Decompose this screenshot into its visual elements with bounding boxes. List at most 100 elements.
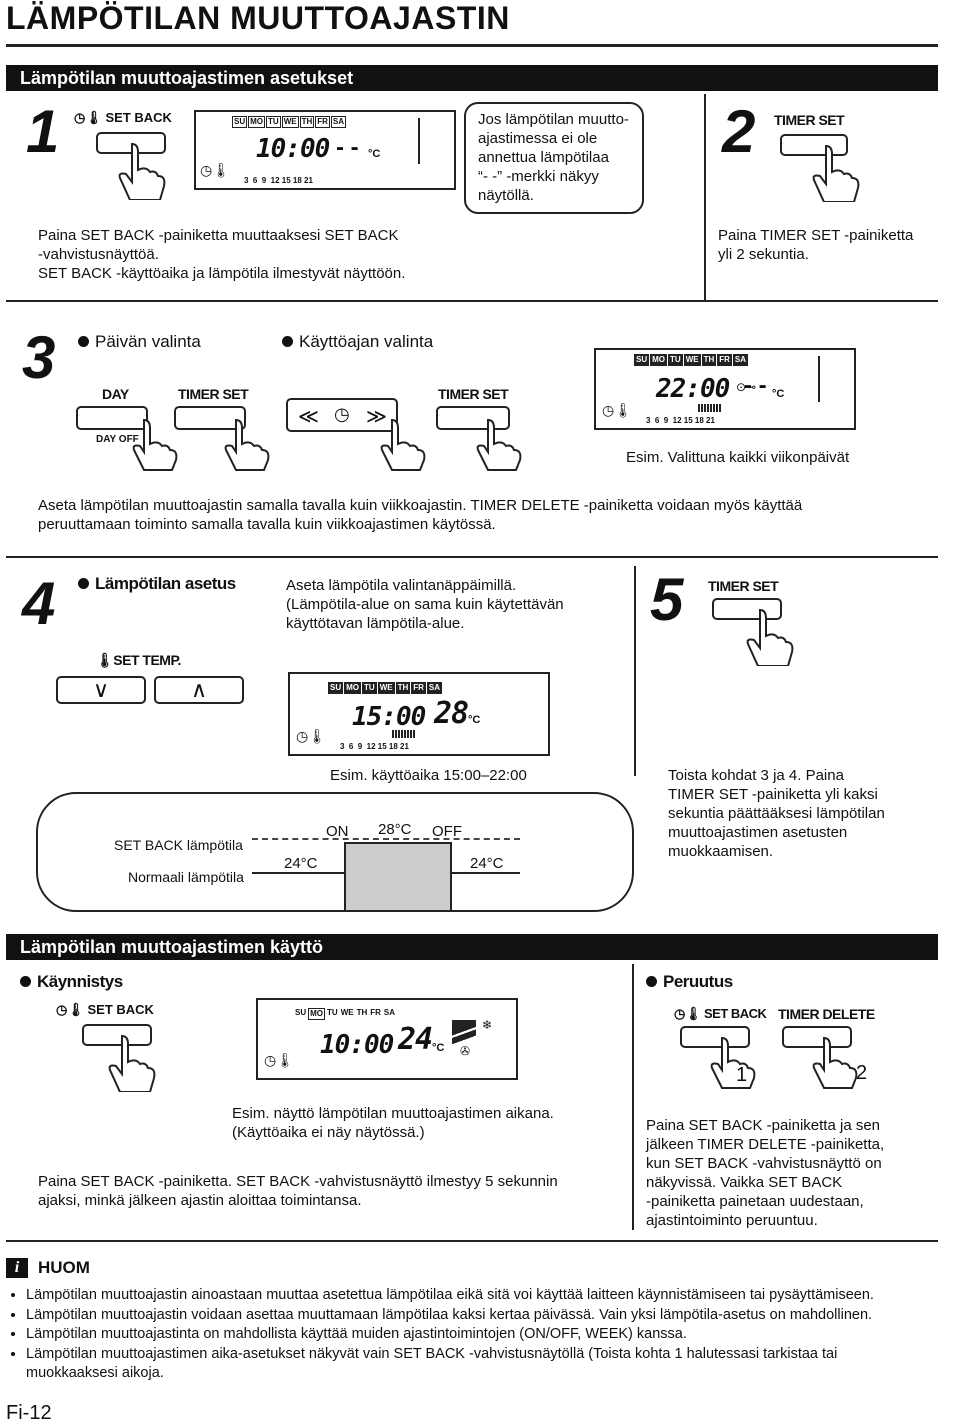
- lcd-temp: 28: [434, 696, 469, 731]
- fan-icon: ✇: [460, 1044, 471, 1058]
- lcd-day-row: SU MO TU WE TH FR SA: [328, 682, 443, 694]
- lcd-day: MO: [308, 1008, 326, 1020]
- lcd-unit: °C: [432, 1042, 445, 1054]
- step1-lcd: SU MO TU WE TH FR SA 10:00 - - °C ◷🌡 3 6…: [194, 110, 456, 190]
- lcd-day: SA: [426, 682, 443, 694]
- bubble-line: näytöllä.: [478, 187, 534, 204]
- lcd-day: WE: [377, 682, 395, 694]
- note-item: Lämpötilan muuttoajastin voidaan asettaa…: [26, 1306, 956, 1326]
- start-lcd: SU MO TU WE TH FR SA 10:00 24 °C ❄ ✇ ◷🌡: [256, 998, 518, 1080]
- divider: [6, 556, 938, 558]
- desc-line: käyttötavan lämpötila-alue.: [286, 615, 465, 632]
- temp-up-button[interactable]: ∧: [154, 676, 244, 704]
- setback-button[interactable]: [680, 1026, 750, 1048]
- divider: [704, 94, 706, 300]
- bubble-line: Jos lämpötilan muutto-: [478, 111, 629, 128]
- divider: [634, 566, 636, 776]
- timerset-caption: TIMER SET: [774, 112, 845, 128]
- desc-line: jälkeen TIMER DELETE -painiketta,: [646, 1136, 885, 1153]
- desc-line: Aseta lämpötilan muuttoajastin samalla t…: [38, 497, 803, 514]
- setback-temp-label: SET BACK lämpötila: [114, 837, 243, 853]
- desc-line: Aseta lämpötila valintanäppäimillä.: [286, 577, 517, 594]
- step4-example: Esim. käyttöaika 15:00–22:00: [330, 767, 527, 784]
- start-button-caption: ◷🌡 SET BACK: [56, 1002, 154, 1018]
- lcd-day-row: SU MO TU WE TH FR SA: [294, 1008, 396, 1020]
- cancel-heading: Peruutus: [646, 972, 733, 992]
- timerdelete-caption: TIMER DELETE: [778, 1006, 875, 1022]
- lcd-day: MO: [650, 354, 668, 366]
- temp-down-button[interactable]: ∨: [56, 676, 146, 704]
- fan-speed-icon: [452, 1020, 476, 1046]
- clock-icon: ◷: [74, 110, 86, 125]
- temp-graph: SET BACK lämpötila Normaali lämpötila ON…: [36, 792, 634, 912]
- lcd-day: TU: [668, 354, 683, 366]
- hand-step-1: 1: [736, 1064, 748, 1086]
- note-list: Lämpötilan muuttoajastin ainoastaan muut…: [6, 1286, 956, 1384]
- step-1-number: 1: [26, 98, 60, 165]
- timerset-button[interactable]: [436, 406, 510, 430]
- lcd-mode-icon: ◷🌡: [200, 162, 230, 178]
- desc-line: kun SET BACK -vahvistusnäyttö on: [646, 1155, 882, 1172]
- lcd-scale: 3 6 9 12 15 18 21: [340, 742, 409, 751]
- setback-button[interactable]: [82, 1024, 152, 1046]
- hand-icon: [118, 142, 166, 200]
- hand-icon: [132, 418, 178, 471]
- desc-line: Paina SET BACK -painiketta. SET BACK -va…: [38, 1173, 558, 1190]
- day-selection-heading: Päivän valinta: [78, 332, 201, 352]
- dayoff-label: DAY OFF: [96, 434, 139, 445]
- hand-icon: [224, 418, 270, 471]
- step-4-number: 4: [22, 570, 56, 637]
- chevron-up-icon: ∧: [190, 677, 208, 702]
- lcd-scale: 3 6 9 12 15 18 21: [244, 176, 313, 185]
- right-arrow-icon[interactable]: ≫: [366, 406, 387, 428]
- desc-line: Paina SET BACK -painiketta muuttaaksesi …: [38, 227, 399, 244]
- start-heading: Käynnistys: [20, 972, 123, 992]
- lcd-day: TH: [299, 116, 315, 128]
- day-caption: DAY: [102, 386, 129, 402]
- normal-temp-label: Normaali lämpötila: [128, 869, 244, 885]
- heading-text: Käynnistys: [37, 972, 123, 991]
- lcd-time: 15:00: [352, 702, 426, 732]
- bubble-line: ajastimessa ei ole: [478, 130, 598, 147]
- temp-low-left: 24°C: [284, 855, 318, 872]
- lcd-day: FR: [315, 116, 330, 128]
- step-3-number: 3: [22, 324, 56, 391]
- lcd-day: MO: [248, 116, 266, 128]
- divider: [6, 300, 938, 302]
- lcd-day: SA: [330, 116, 347, 128]
- lcd-time-bar: [392, 730, 416, 738]
- step4-lcd: SU MO TU WE TH FR SA 15:00 28 °C ◷🌡 3 6 …: [288, 672, 550, 756]
- timerdelete-button[interactable]: [782, 1026, 852, 1048]
- timerset-button[interactable]: [174, 406, 246, 430]
- step1-button-caption: ◷🌡 SET BACK: [74, 110, 172, 126]
- lcd-day: FR: [370, 1008, 381, 1017]
- step4-description: Aseta lämpötila valintanäppäimillä. (Läm…: [286, 576, 564, 633]
- note-title: HUOM: [38, 1258, 90, 1277]
- timerset-caption: TIMER SET: [178, 386, 249, 402]
- hand-icon: [476, 418, 522, 471]
- lcd-day: SU: [295, 1008, 307, 1017]
- lcd-day: SU: [634, 354, 650, 366]
- lcd-day: WE: [683, 354, 701, 366]
- heading-text: Käyttöajan valinta: [299, 332, 434, 351]
- on-period-block: [344, 842, 452, 910]
- temp-low-right: 24°C: [470, 855, 504, 872]
- time-select-buttons[interactable]: ≪ ◷ ≫: [286, 398, 398, 432]
- lcd-unit: °C: [468, 714, 481, 726]
- step3-example: Esim. Valittuna kaikki viikonpäivät: [626, 449, 850, 466]
- divider: [6, 1240, 938, 1242]
- lcd-time: 22:00: [656, 374, 730, 404]
- note-item: Lämpötilan muuttoajastimen aika-asetukse…: [26, 1345, 906, 1384]
- step3-lcd: SU MO TU WE TH FR SA 22:00 ⊙⊸ - - °C ◷🌡 …: [594, 348, 856, 430]
- clock-icon: ◷: [334, 404, 350, 424]
- timer-icon: ⊙⊸: [736, 380, 757, 394]
- note-item: Lämpötilan muuttoajastinta on mahdollist…: [26, 1325, 956, 1345]
- day-button[interactable]: [76, 406, 148, 430]
- left-arrow-icon[interactable]: ≪: [298, 406, 319, 428]
- step5-description: Toista kohdat 3 ja 4. Paina TIMER SET -p…: [668, 766, 885, 861]
- lcd-time: 10:00: [320, 1030, 394, 1060]
- step1-button-label: SET BACK: [105, 110, 172, 125]
- desc-line: TIMER SET -painiketta yli kaksi: [668, 786, 878, 803]
- lcd-day: WE: [281, 116, 299, 128]
- heading-text: Peruutus: [663, 972, 733, 991]
